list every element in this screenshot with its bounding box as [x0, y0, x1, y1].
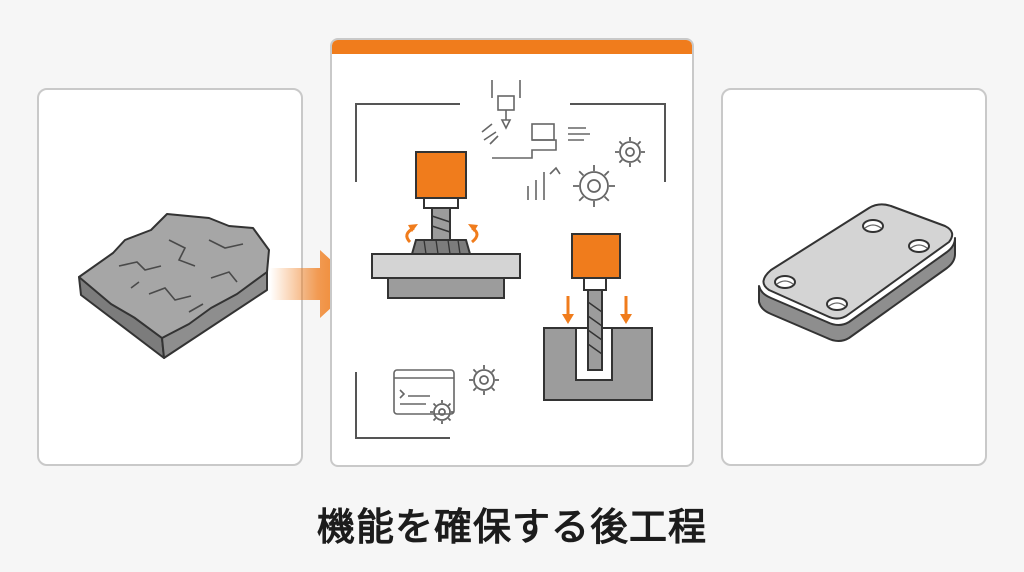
accent-bar — [332, 40, 692, 54]
process-illustration — [355, 80, 666, 439]
gear-icon — [430, 400, 454, 424]
frame-bracket-top-right — [570, 103, 666, 182]
raw-material-panel — [37, 88, 303, 466]
rough-stone-block-icon — [78, 213, 270, 359]
gear-icon — [573, 165, 615, 207]
frame-bracket-top-left — [355, 103, 460, 182]
finished-plate-with-holes-icon — [758, 203, 956, 342]
cnc-machine-icon — [481, 80, 590, 159]
caption-title: 機能を確保する後工程 — [316, 505, 707, 549]
gear-icon — [469, 365, 499, 395]
machining-process-panel — [330, 38, 694, 467]
finished-part-panel — [721, 88, 987, 466]
milling-spindle-icon — [371, 151, 521, 299]
gear-icon — [615, 137, 645, 167]
frame-bracket-bottom-left — [355, 372, 450, 439]
bar-chart-icon — [527, 166, 561, 200]
monitor-window-icon — [393, 369, 455, 415]
drilling-spindle-icon — [543, 233, 653, 401]
